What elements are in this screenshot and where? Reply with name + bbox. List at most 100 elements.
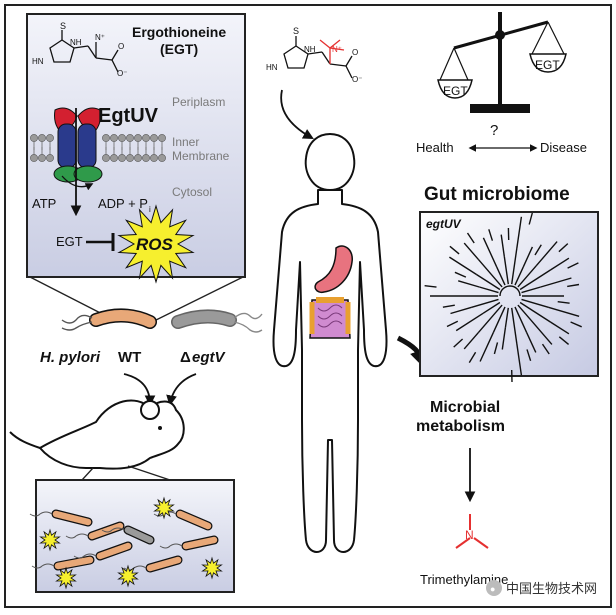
atp-hydrolysis-arrow bbox=[61, 175, 94, 191]
tree-leaf bbox=[454, 271, 467, 278]
tree-branch bbox=[450, 306, 472, 315]
ros-label: ROS bbox=[136, 235, 174, 254]
svg-text:●: ● bbox=[490, 584, 495, 594]
lipid-head bbox=[158, 154, 166, 162]
tree-leaf bbox=[557, 301, 570, 304]
stomach-organ bbox=[314, 245, 353, 294]
tree-branch bbox=[455, 312, 484, 332]
tree-leaf bbox=[442, 304, 455, 308]
tree-branch bbox=[548, 306, 580, 317]
center-mol-o-minus: O⁻ bbox=[352, 75, 362, 84]
tree-root bbox=[499, 285, 521, 297]
ros-burst-small bbox=[117, 564, 139, 588]
tree-branch bbox=[530, 319, 553, 345]
egt-transport-panel: S NH HN N⁺ O⁻ O Ergothioneine (EGT) EgtU… bbox=[26, 13, 246, 323]
egt-title-line1: Ergothioneine bbox=[132, 24, 226, 40]
ros-burst-small bbox=[153, 496, 175, 520]
mouse-zoom-right bbox=[127, 465, 171, 481]
tree-branch bbox=[478, 304, 503, 333]
tma-molecule bbox=[455, 514, 489, 549]
question-mark: ? bbox=[490, 122, 498, 139]
tree-branch bbox=[514, 306, 528, 333]
lipid-head bbox=[30, 154, 38, 162]
lipid-head bbox=[102, 154, 110, 162]
n-plus-methyls bbox=[319, 39, 345, 64]
lipid-head bbox=[126, 154, 134, 162]
zoom-line-right bbox=[151, 276, 244, 323]
center-mol-s: S bbox=[293, 26, 299, 36]
tree-branch bbox=[519, 269, 551, 291]
tree-branch bbox=[471, 298, 499, 308]
tree-branch bbox=[550, 321, 570, 335]
wt-suffix-label: WT bbox=[118, 349, 141, 366]
lipid-head bbox=[158, 134, 166, 142]
mouse-zoom-left bbox=[81, 467, 94, 481]
tree-leaf bbox=[558, 336, 570, 345]
tree-branch bbox=[463, 242, 480, 261]
tree-branch bbox=[550, 257, 570, 271]
tree-branch bbox=[517, 304, 532, 321]
microbiome-title: Gut microbiome bbox=[424, 184, 570, 205]
tree-branch bbox=[458, 280, 480, 288]
cytosol-label: Cytosol bbox=[172, 185, 212, 199]
stomach-infection-box bbox=[29, 479, 235, 593]
flagellum bbox=[101, 527, 125, 533]
egtuv-label: EgtUV bbox=[98, 105, 159, 127]
tree-leaf bbox=[526, 349, 532, 362]
tree-leaf bbox=[567, 262, 579, 269]
tree-leaf bbox=[570, 321, 582, 328]
ros-burst-small bbox=[39, 528, 61, 552]
tree-branch bbox=[482, 301, 501, 314]
phylogenetic-tree-panel bbox=[419, 211, 599, 383]
tree-leaf bbox=[567, 283, 580, 288]
lipid-head bbox=[46, 134, 54, 142]
wt-species-label: H. pylori bbox=[40, 349, 101, 366]
wt-bacterium bbox=[61, 308, 157, 331]
mutant-gene-label: egtV bbox=[192, 349, 227, 366]
flagellum bbox=[31, 563, 55, 569]
tree-leaf bbox=[558, 243, 569, 253]
lipid-head bbox=[134, 134, 142, 142]
lipid-head bbox=[150, 134, 158, 142]
ros-burst-small bbox=[201, 556, 223, 580]
egt-molecule-panel bbox=[49, 30, 119, 73]
ros-burst bbox=[117, 204, 195, 284]
tree-branch bbox=[501, 327, 507, 350]
center-mol-nh: NH bbox=[304, 45, 316, 54]
tree-branch bbox=[503, 256, 509, 285]
human-body bbox=[272, 133, 388, 553]
bacterium bbox=[182, 536, 218, 550]
tree-branch bbox=[479, 286, 499, 294]
tree-leaf bbox=[488, 229, 494, 241]
membrane-bilayer bbox=[30, 134, 166, 162]
tree-branch bbox=[478, 259, 503, 288]
molecule-to-human-arrow bbox=[280, 89, 314, 140]
disease-label: Disease bbox=[540, 140, 587, 155]
tma-label: Trimethylamine bbox=[420, 572, 508, 587]
tree-leaf bbox=[453, 338, 464, 348]
tree-leaf bbox=[449, 245, 460, 255]
health-label: Health bbox=[416, 140, 454, 155]
right-pan-label: EGT bbox=[535, 58, 560, 72]
watermark-text: 中国生物技术网 bbox=[506, 581, 597, 596]
tree-branch bbox=[516, 343, 523, 376]
tma-n-label: N bbox=[465, 528, 474, 542]
tree-leaf bbox=[424, 285, 437, 288]
tree-branch bbox=[519, 301, 551, 323]
egt-inhibitor-label: EGT bbox=[56, 234, 83, 249]
tree-branch bbox=[521, 286, 541, 294]
lipid-head bbox=[118, 134, 126, 142]
mutant-to-mouse-arrow bbox=[166, 373, 197, 407]
adp-subscript: i bbox=[149, 205, 151, 214]
tree-leaf bbox=[534, 244, 542, 256]
adp-label: ADP + P bbox=[98, 196, 148, 211]
tree-leaf bbox=[466, 232, 475, 244]
tree-branch bbox=[516, 216, 523, 249]
center-mol-n-plus: N⁺ bbox=[332, 45, 342, 54]
metabolism-line1: Microbial bbox=[430, 399, 500, 416]
lipid-head bbox=[142, 134, 150, 142]
tree-branch bbox=[514, 266, 524, 286]
mol-nh-label: NH bbox=[70, 38, 82, 47]
bacterium bbox=[52, 510, 92, 526]
